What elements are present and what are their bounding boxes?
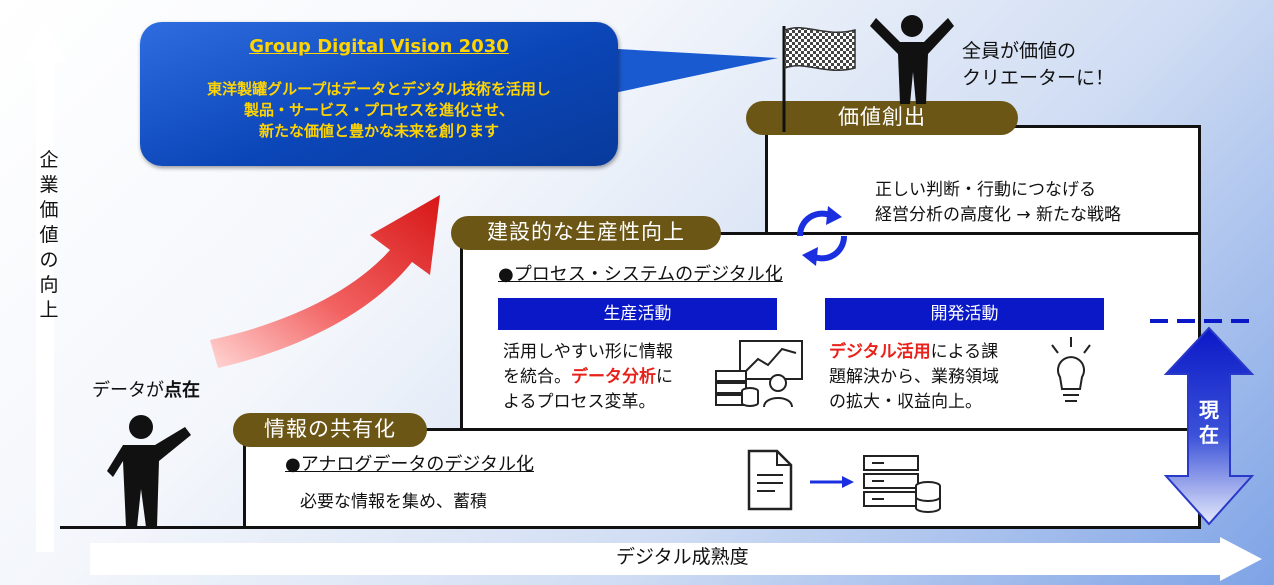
vision-line-1: 東洋製罐グループはデータとデジタル技術を活用し — [207, 80, 551, 98]
start-text-emphasis: 点在 — [164, 380, 200, 401]
development-bar: 開発活動 — [825, 298, 1104, 330]
development-line-1: デジタル活用による課 — [829, 340, 998, 364]
production-line-2b: に — [656, 367, 673, 387]
bubble-tail — [600, 48, 778, 96]
x-axis-arrow — [90, 537, 1262, 581]
stage2-heading: ●プロセス・システムのデジタル化 — [498, 264, 783, 285]
checkered-flag-icon — [782, 26, 856, 132]
vision-line-3: 新たな価値と豊かな未来を創ります — [258, 122, 499, 140]
vision-bubble: Group Digital Vision 2030 東洋製罐グループはデータとデ… — [140, 22, 618, 166]
growth-arrow — [210, 195, 440, 368]
production-line-2a: を統合。 — [503, 367, 571, 387]
start-text-prefix: データが — [92, 380, 164, 401]
current-position-arrow — [1163, 326, 1255, 526]
production-bar: 生産活動 — [498, 298, 777, 330]
dashed-level-line — [1150, 319, 1256, 323]
stage1-title: 情報の共有化 — [233, 413, 427, 447]
vision-title: Group Digital Vision 2030 — [249, 36, 509, 57]
vision-line-2: 製品・サービス・プロセスを進化させ、 — [243, 101, 514, 119]
stage3-line-2: 経営分析の高度化 → 新たな戦略 — [875, 205, 1122, 225]
stage3-title: 価値創出 — [746, 101, 1018, 135]
development-highlight: デジタル活用 — [829, 342, 931, 362]
current-label: 現在 — [1199, 398, 1219, 447]
production-line-1: 活用しやすい形に情報 — [503, 342, 673, 362]
y-axis-arrow — [22, 22, 68, 552]
database-icon — [863, 455, 941, 513]
person-cheering-icon — [870, 15, 954, 104]
stage1-heading: ●アナログデータのデジタル化 — [285, 454, 534, 475]
y-axis-label: 企業価値の向上 — [39, 149, 59, 321]
x-axis-label: デジタル成熟度 — [616, 546, 749, 568]
start-text: データが点在 — [92, 379, 200, 403]
development-line-2: 題解決から、業務領域 — [829, 367, 999, 387]
baseline — [60, 526, 1201, 529]
lightbulb-icon — [1051, 337, 1091, 402]
analytics-icon — [715, 340, 803, 408]
stage2-box — [460, 232, 1201, 432]
stage1-body: 必要な情報を集め、蓄積 — [300, 492, 487, 512]
development-line-3: の拡大・収益向上。 — [829, 392, 982, 412]
transfer-arrow-icon — [810, 476, 854, 488]
stage3-line-1: 正しい判断・行動につなげる — [875, 180, 1096, 200]
production-line-2: を統合。データ分析に — [503, 365, 673, 389]
document-icon — [747, 449, 793, 511]
person-pointing-icon — [107, 415, 191, 527]
cycle-icon — [796, 206, 848, 266]
stage2-title: 建設的な生産性向上 — [451, 216, 721, 250]
goal-text-line-2: クリエーターに！ — [962, 67, 1115, 89]
production-highlight: データ分析 — [571, 367, 656, 387]
goal-text-line-1: 全員が価値の — [962, 40, 1077, 62]
development-line-1b: による課 — [930, 342, 999, 362]
production-line-3: よるプロセス変革。 — [503, 392, 656, 412]
